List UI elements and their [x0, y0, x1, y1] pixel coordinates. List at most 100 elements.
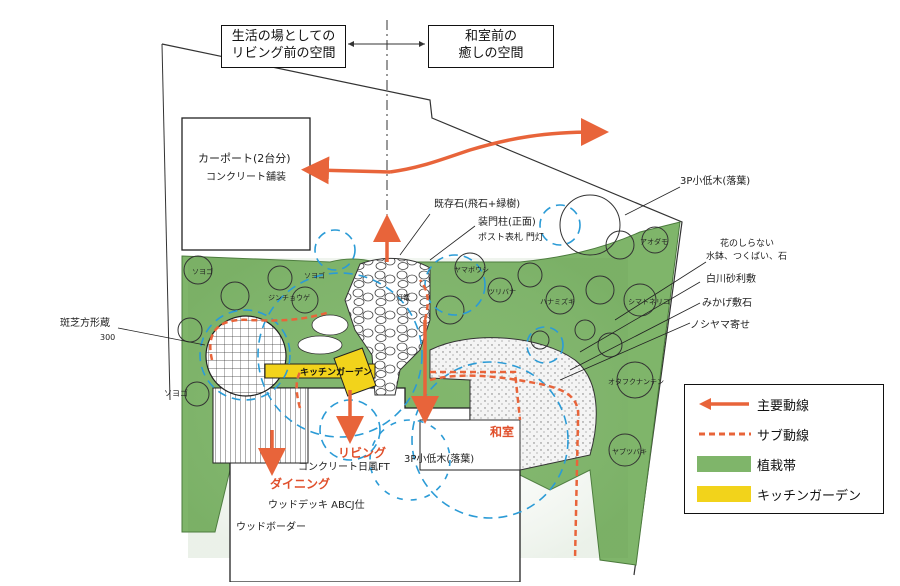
tree-icon [641, 226, 669, 254]
tree-name-g: ヤブツバキ [612, 447, 647, 456]
left-note-label: 斑芝方形蔵 [60, 316, 110, 329]
header-left-line1: 生活の場としての [231, 29, 336, 44]
legend-dash-icon [699, 432, 751, 436]
leader-line [579, 281, 701, 353]
tree-name-yago: ソヨゴ [164, 388, 188, 398]
leader-line [614, 261, 707, 321]
legend-kitchen: キッチンガーデン [695, 483, 880, 505]
tree-icon [183, 255, 213, 285]
tree-icon [184, 381, 210, 407]
leader-line [429, 225, 476, 261]
tree-icon [291, 286, 319, 314]
design-circle [539, 204, 581, 246]
header-right-line1: 和室前の [464, 29, 517, 44]
carport-area [181, 117, 311, 251]
tree-icon [220, 281, 250, 311]
legend-sub-flow: サブ動線 [695, 423, 880, 445]
tree-name-d: ハナミズキ [540, 297, 575, 306]
leader-line [399, 213, 431, 256]
sub-flow-path [430, 370, 522, 421]
legend-planting: 植栽帯 [695, 453, 880, 475]
wood-border-label: ウッドボーダー [236, 520, 306, 533]
tree-right-label: 3P小低木(落葉) [680, 174, 750, 187]
design-circle [411, 361, 569, 519]
tree-icon [605, 230, 635, 260]
main-flow [258, 118, 609, 476]
header-left-line2: リビング前の空間 [231, 46, 336, 61]
stones-label: ノシヤマ寄せ [690, 318, 750, 331]
main-flow-arrow [301, 156, 391, 185]
kitchen-garden-bed [333, 347, 377, 397]
carport-sublabel: コンクリート舗装 [206, 170, 286, 183]
legend-label: 植栽帯 [757, 459, 797, 474]
gate-label: 装門柱(正面) [478, 215, 536, 228]
tree-name-c: ヤマボウシ [454, 266, 489, 274]
site-boundary-left [161, 43, 171, 401]
tree-icon [517, 262, 543, 288]
leader-line [117, 327, 206, 346]
tree-icon [616, 361, 654, 399]
leader-line [559, 322, 691, 381]
tree-name-h: アオダモ [640, 237, 668, 246]
sub-flow-path [419, 279, 429, 321]
sub-flow [209, 279, 580, 561]
left-note-sublabel: 300 [100, 333, 115, 342]
flowers-label: 花のしらない [720, 237, 774, 249]
room-living: リビング [338, 445, 386, 460]
leader-line [569, 302, 701, 371]
legend-yellow-swatch [697, 486, 751, 502]
main-flow-arrow [389, 118, 609, 174]
room-dining: ダイニング [270, 476, 330, 491]
ground-cover-label: みかげ敷石 [702, 296, 752, 309]
tree-icon [545, 285, 575, 315]
concrete-label: コンクリート日風FT [298, 461, 391, 473]
stepping-stone [297, 335, 343, 355]
design-circle [199, 309, 291, 401]
leader-line [624, 186, 681, 216]
sub-flow-path [429, 374, 580, 561]
wood-deck [212, 387, 309, 464]
tree-mid-label: 3P小低木(落葉) [404, 452, 474, 465]
leader-lines [117, 186, 707, 381]
header-left-box: 生活の場としての リビング前の空間 [221, 25, 346, 68]
legend-green-swatch [697, 456, 751, 472]
wood-deck-label: ウッドデッキ ABCJ仕 [268, 498, 365, 511]
legend-arrow-icon [699, 398, 749, 410]
tree-icon [487, 277, 513, 303]
tree-icon [454, 252, 486, 284]
tree-name-a: ソヨゴ [192, 267, 213, 276]
flowers-sublabel: 水鉢、つくばい、石 [706, 250, 787, 262]
tree-name-i: ソヨゴ [304, 271, 325, 280]
tree-icon [267, 265, 293, 291]
tree-name-j: ツリバナ [488, 288, 516, 296]
trees [177, 194, 669, 467]
tree-icon [574, 319, 596, 341]
sub-flow-path [295, 371, 302, 409]
design-circle [369, 419, 451, 501]
tree-name-f: オタフクナンテン [608, 377, 664, 386]
room-washitsu: 和室 [489, 424, 514, 439]
kitchen-garden-label: キッチンガーデン [300, 366, 372, 378]
tree-icon [530, 330, 550, 350]
sub-flow-path [209, 310, 331, 361]
site-boundary [161, 43, 683, 576]
paving-label: 既存石(飛石+緑樹) [434, 197, 520, 210]
carport-label: カーポート(2台分) [198, 151, 291, 165]
legend: 主要動線 サブ動線 植栽帯 キッチンガーデン [684, 384, 884, 514]
tree-icon [608, 433, 642, 467]
tree-name-e: シマトネリコ [628, 298, 670, 306]
design-circle [526, 326, 564, 364]
tree-icon [435, 295, 465, 325]
tree-name-b: ジンチョウゲ [268, 293, 310, 302]
gate-sublabel: ポスト表札 門灯 [478, 231, 544, 243]
tree-icon [585, 275, 615, 305]
design-circle [424, 254, 486, 316]
legend-label: 主要動線 [757, 399, 810, 414]
legend-main-flow: 主要動線 [695, 393, 880, 415]
tree-icon [623, 283, 657, 317]
tree-icon [559, 194, 621, 256]
design-circle [314, 229, 356, 271]
header-right-box: 和室前の 癒しの空間 [428, 25, 554, 68]
